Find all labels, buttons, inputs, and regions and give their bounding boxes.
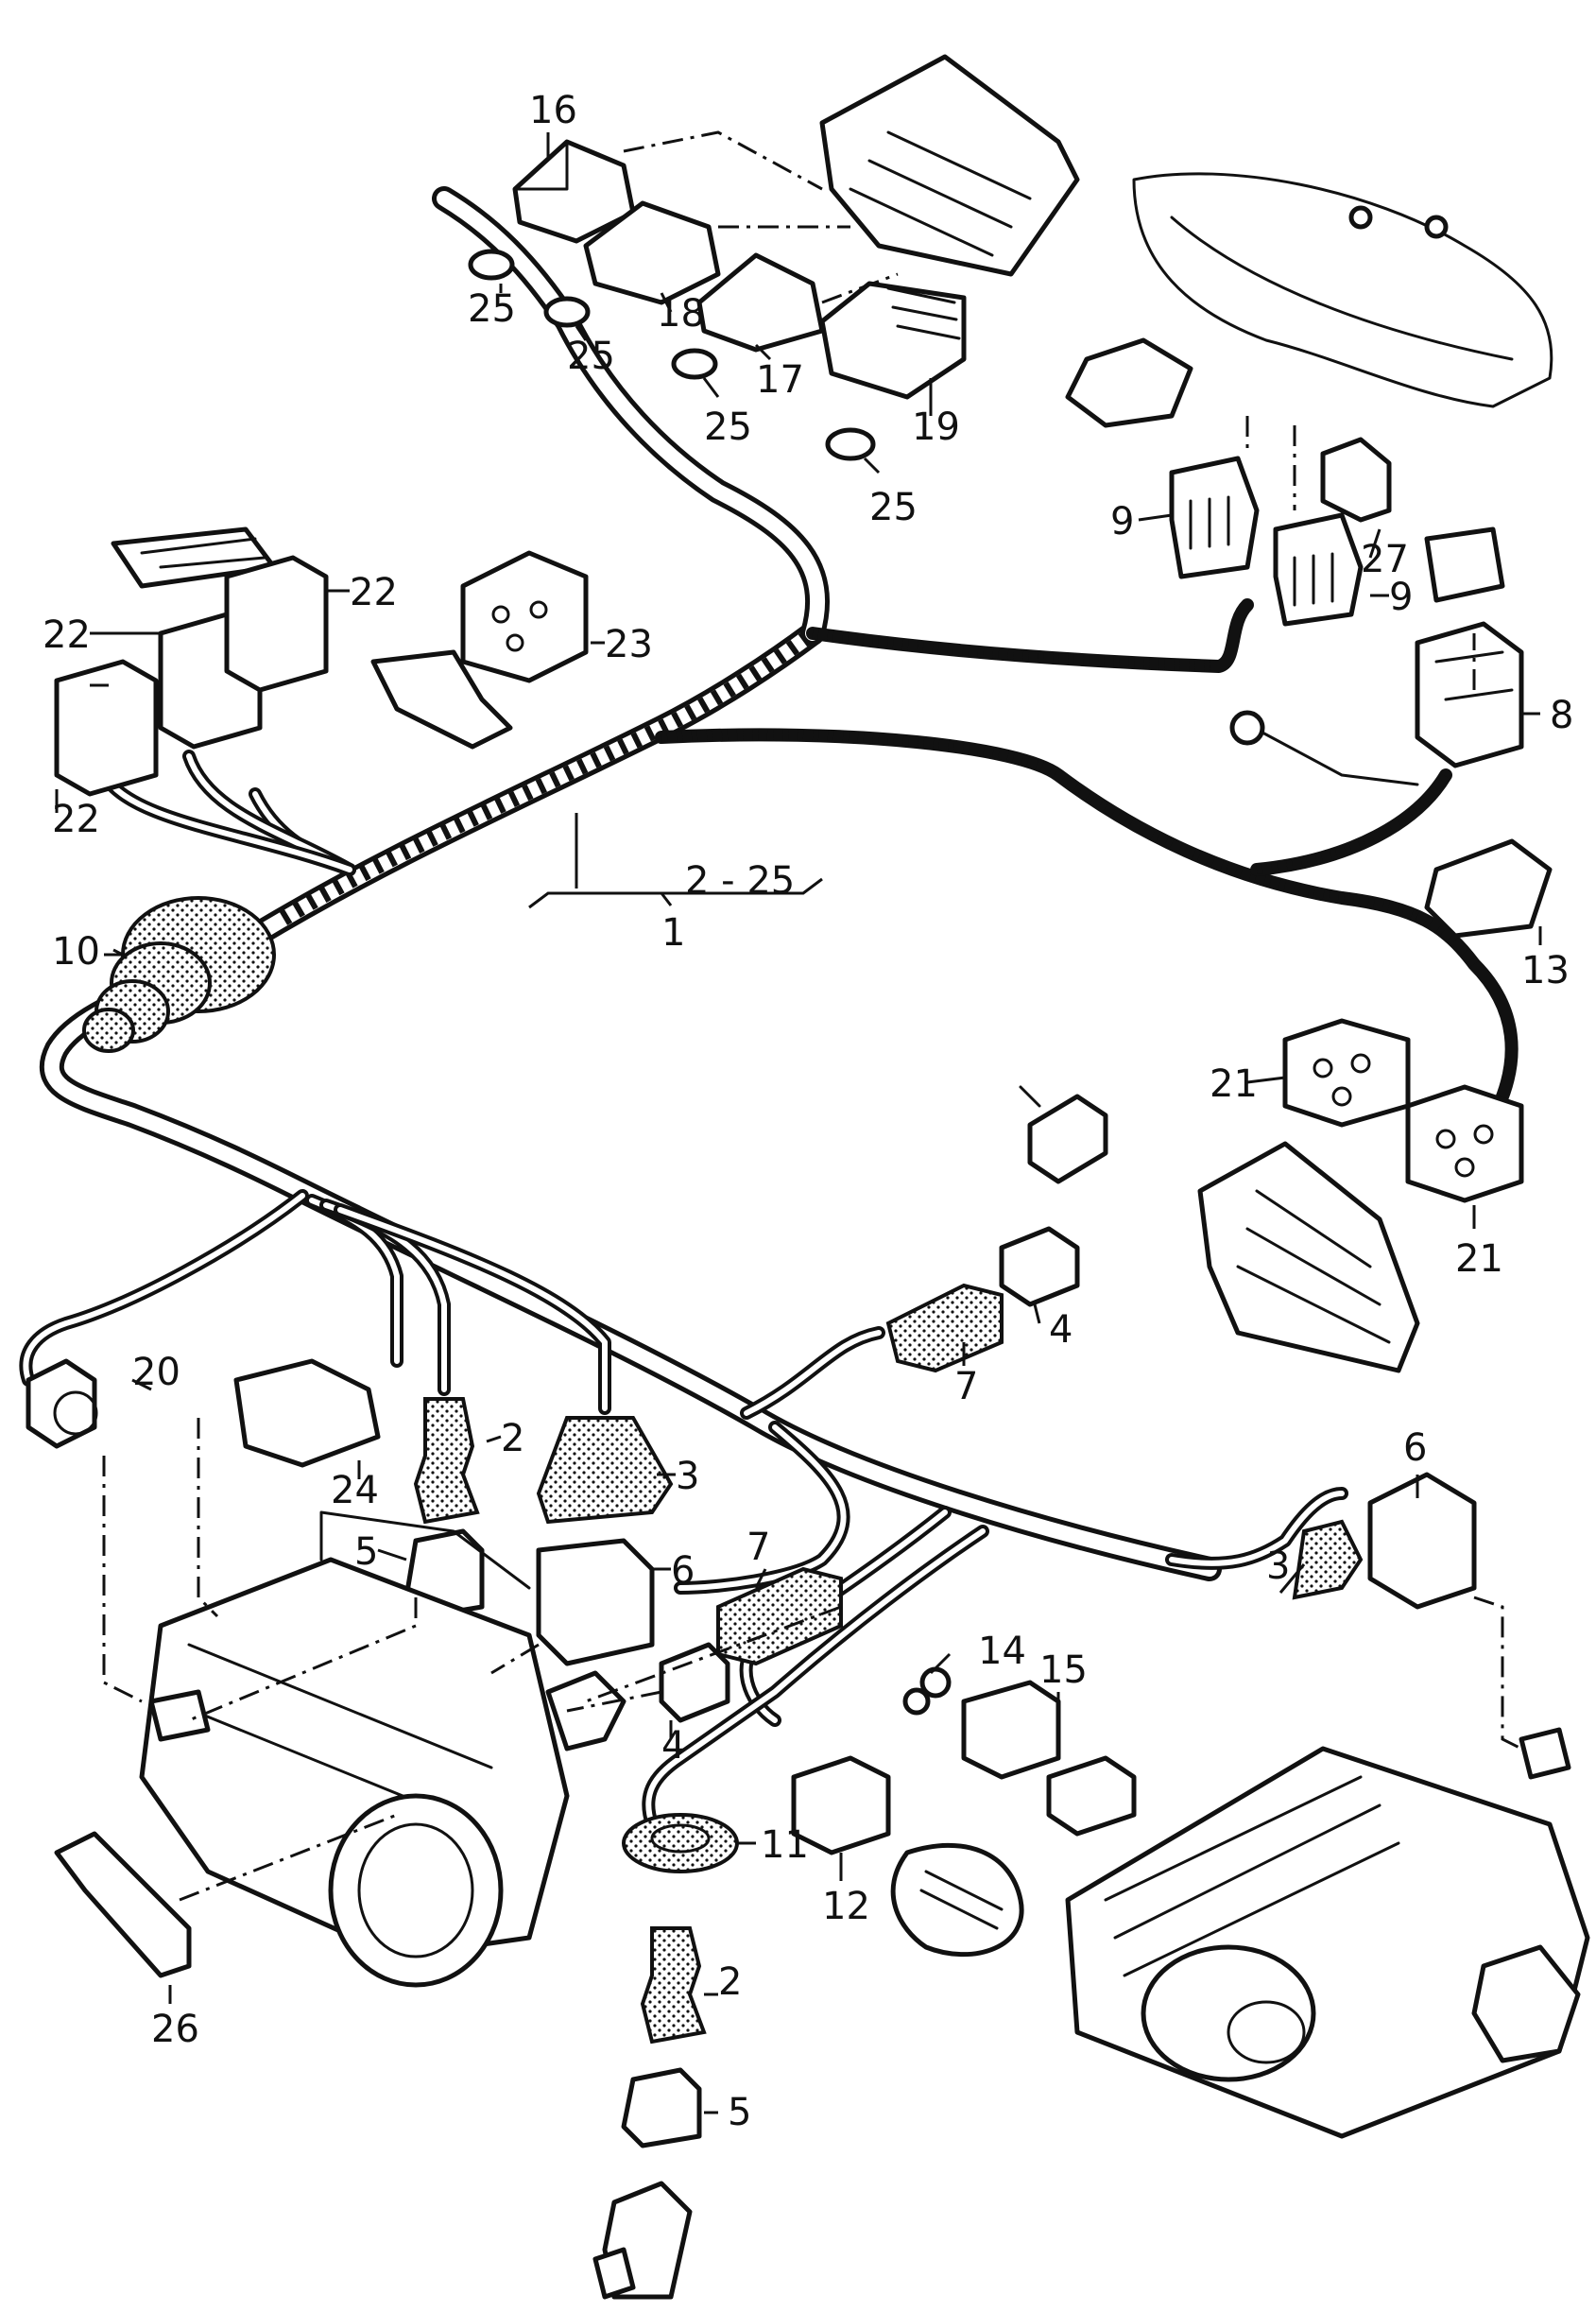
callout-26: 26	[151, 2008, 199, 2051]
callout-19: 19	[912, 405, 960, 449]
callout-6a: 6	[671, 1549, 695, 1593]
callout-4a: 4	[1049, 1308, 1073, 1352]
relay-icon	[791, 1666, 1137, 1958]
callout-6b: 6	[1403, 1426, 1427, 1470]
callout-25a: 25	[468, 287, 516, 331]
callout-23: 23	[605, 623, 653, 666]
callout-11: 11	[761, 1823, 809, 1867]
callout-7a: 7	[954, 1365, 978, 1408]
dashed-leaders	[102, 633, 1522, 1902]
callout-27: 27	[1361, 538, 1409, 581]
callout-5a: 5	[354, 1530, 378, 1574]
callout-1: 1	[661, 911, 685, 955]
heater-unit-right	[1065, 1472, 1590, 2139]
callout-2-25: 2 - 25	[685, 859, 795, 903]
bracket-26	[54, 1831, 192, 1978]
callout-labels: 1 2 - 25 2 2 3 3 4 4 5 5 6 6 7 7 8 9 9 1…	[43, 89, 1573, 2134]
callout-22a: 22	[43, 613, 91, 657]
callout-14: 14	[978, 1630, 1026, 1673]
callout-18: 18	[657, 292, 705, 336]
callout-4b: 4	[661, 1724, 685, 1768]
callout-3b: 3	[1266, 1544, 1290, 1588]
callout-15: 15	[1039, 1648, 1088, 1692]
grommet-icon	[82, 896, 276, 1053]
callout-8: 8	[1550, 694, 1573, 737]
callout-24: 24	[331, 1469, 379, 1512]
callout-21b: 21	[1455, 1237, 1503, 1281]
connector-group-left	[54, 526, 589, 797]
callout-5b: 5	[728, 2091, 751, 2134]
relay-group-top	[468, 54, 1080, 461]
callout-25c: 25	[704, 405, 752, 449]
heater-unit-icon	[139, 1510, 626, 1988]
callout-21a: 21	[1210, 1062, 1258, 1106]
callout-7b: 7	[747, 1526, 770, 1569]
callout-13: 13	[1521, 949, 1570, 992]
callout-2b: 2	[718, 1960, 742, 2004]
callout-25d: 25	[869, 486, 918, 529]
callout-2a: 2	[501, 1417, 524, 1460]
connector-icon	[26, 1358, 843, 1723]
callout-20: 20	[132, 1351, 180, 1394]
callout-9b: 9	[1389, 576, 1413, 619]
callout-22b: 22	[350, 571, 398, 614]
callout-25b: 25	[567, 335, 615, 378]
connector-group-right	[1197, 526, 1553, 1373]
lower-center-parts	[592, 1813, 739, 2300]
callout-22c: 22	[52, 798, 100, 841]
top-right-switch-assembly	[1065, 172, 1553, 627]
callout-leaders	[55, 132, 1542, 2114]
switch-icon	[885, 1085, 1108, 1373]
callout-10: 10	[52, 930, 100, 974]
callout-16: 16	[529, 89, 577, 132]
callout-12: 12	[822, 1885, 870, 1928]
callout-17: 17	[756, 358, 804, 402]
callout-9a: 9	[1110, 500, 1134, 543]
callout-3a: 3	[676, 1455, 699, 1498]
main-harness-trunk	[97, 186, 1519, 1141]
